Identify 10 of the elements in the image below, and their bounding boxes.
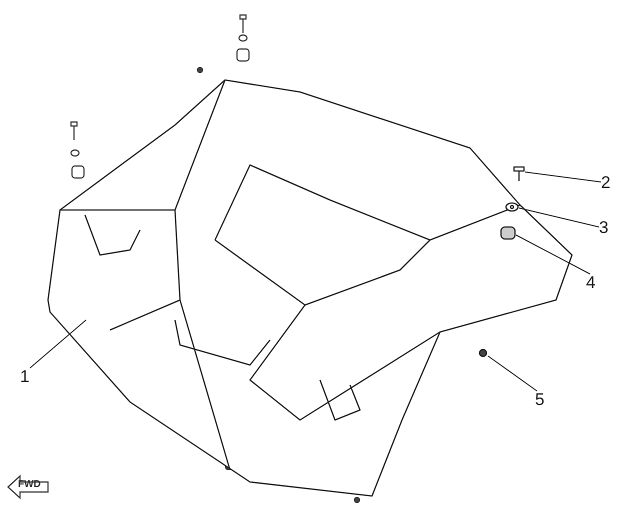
- leader-line: [524, 172, 602, 182]
- leader-line: [516, 234, 590, 274]
- leader-line: [518, 208, 600, 228]
- callout-number: 1: [20, 368, 32, 386]
- callout-number: 2: [601, 174, 613, 192]
- callout-number: 4: [586, 274, 598, 292]
- callout-number: 3: [599, 219, 611, 237]
- leader-line: [488, 356, 538, 392]
- leader-line: [30, 320, 86, 368]
- callout-number: 5: [535, 391, 547, 409]
